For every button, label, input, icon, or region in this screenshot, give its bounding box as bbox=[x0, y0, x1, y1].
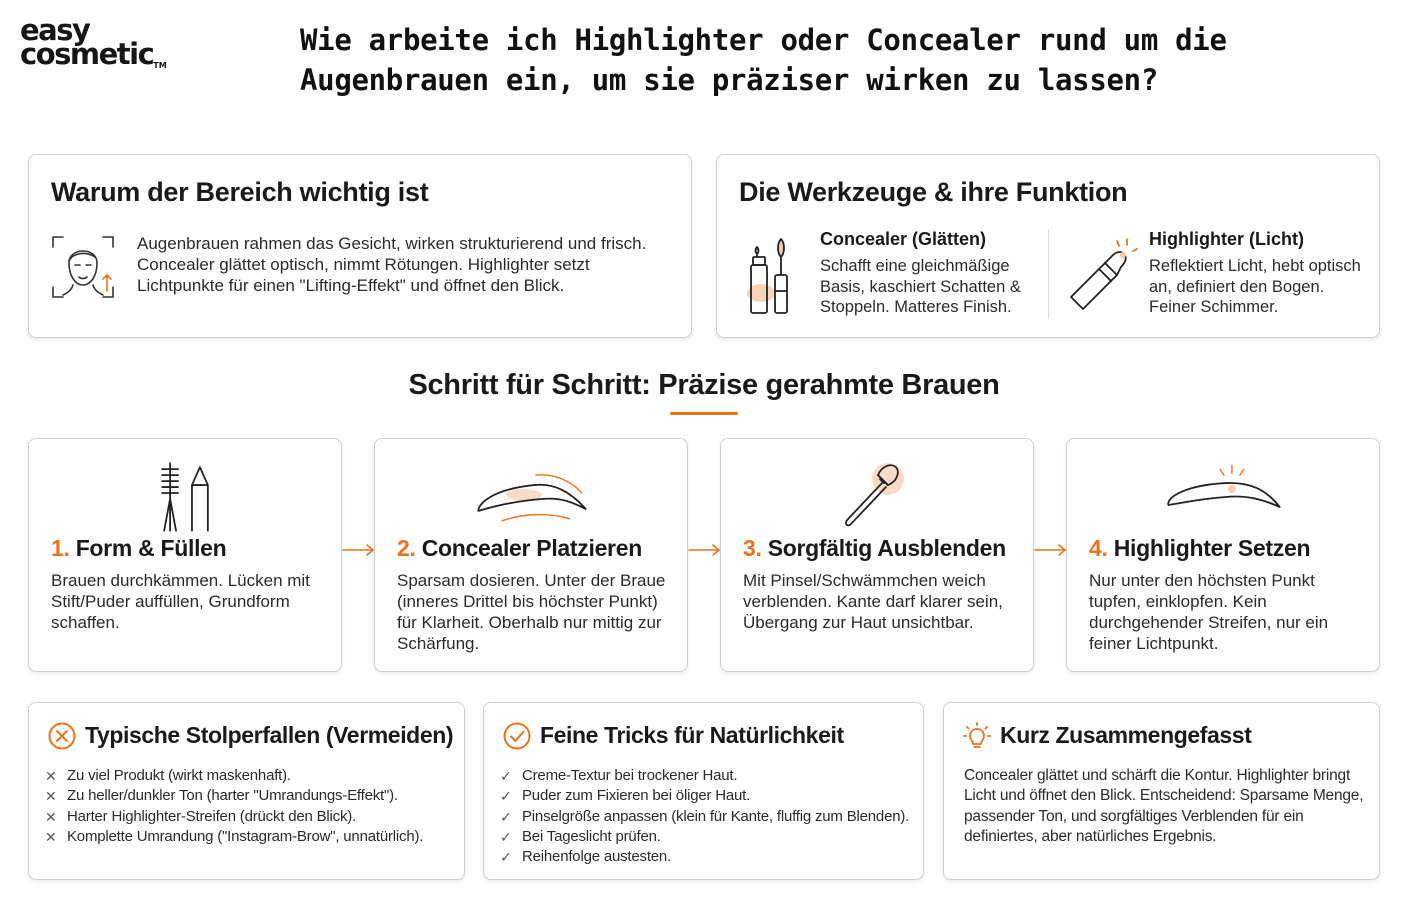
tricks-list: ✓ Creme-Textur bei trockener Haut. ✓ Puder… bbox=[500, 766, 909, 867]
concealer-title: Concealer (Glätten) bbox=[820, 229, 987, 249]
list-item: ✓ Pinselgröße anpassen (klein für Kante, … bbox=[500, 807, 909, 827]
step-text-3: Mit Pinsel/Schwämmchen weich verblenden.… bbox=[743, 571, 1003, 632]
highlighter-title: Highlighter (Licht) bbox=[1149, 229, 1304, 249]
highlighter-stick-icon bbox=[1070, 238, 1138, 310]
arrow-right-icon bbox=[688, 544, 721, 556]
tricks-card: Feine Tricks für Natürlichkeit ✓ Creme-Te… bbox=[483, 702, 924, 880]
brand-logo-line2: cosmeticTM bbox=[20, 40, 190, 71]
arrow-right-icon bbox=[1034, 544, 1067, 556]
step-text-2: Sparsam dosieren. Unter der Braue (inner… bbox=[397, 571, 666, 653]
step-card-4: 4. Highlighter Setzen Nur unter den höch… bbox=[1066, 438, 1380, 672]
check-mark-icon: ✓ bbox=[500, 788, 512, 805]
step-card-1: 1. Form & Füllen Brauen durchkämmen. Lüc… bbox=[28, 438, 342, 672]
list-item: ✓ Creme-Textur bei trockener Haut. bbox=[500, 766, 909, 786]
tools-card: Die Werkzeuge & ihre Funktion Concealer … bbox=[716, 154, 1380, 338]
list-item: ✓ Puder zum Fixieren bei öliger Haut. bbox=[500, 786, 909, 806]
summary-card: Kurz Zusammengefasst Concealer glättet u… bbox=[943, 702, 1380, 880]
pitfalls-heading: Typische Stolperfallen (Vermeiden) bbox=[85, 722, 454, 748]
step-title-2: 2. Concealer Platzieren bbox=[397, 535, 642, 562]
list-item: ✓ Bei Tageslicht prüfen. bbox=[500, 827, 909, 847]
concealer-tube-icon bbox=[747, 238, 788, 314]
check-mark-icon: ✓ bbox=[500, 808, 512, 825]
why-text: Augenbrauen rahmen das Gesicht, wirken s… bbox=[137, 234, 647, 295]
list-item: ✕ Harter Highlighter-Streifen (drückt den… bbox=[45, 807, 423, 827]
trick-text: Creme-Textur bei trockener Haut. bbox=[522, 767, 738, 784]
concealer-info: Concealer (Glätten) Schafft eine gleichm… bbox=[820, 229, 1040, 318]
why-heading: Warum der Bereich wichtig ist bbox=[51, 177, 429, 207]
pitfalls-list: ✕ Zu viel Produkt (wirkt maskenhaft). ✕ Zu… bbox=[45, 766, 423, 847]
summary-heading: Kurz Zusammengefasst bbox=[1000, 722, 1252, 748]
step-heading-4: Highlighter Setzen bbox=[1113, 535, 1311, 561]
summary-text: Concealer glättet und schärft die Kontur… bbox=[964, 767, 1364, 845]
page-title: Wie arbeite ich Highlighter oder Conceal… bbox=[300, 23, 1227, 97]
step-number-2: 2. bbox=[397, 535, 416, 561]
brand-logo: easy cosmeticTM bbox=[20, 13, 190, 71]
trick-text: Reihenfolge austesten. bbox=[522, 848, 672, 866]
step-number-3: 3. bbox=[743, 535, 762, 561]
arrow-right-icon bbox=[342, 544, 375, 556]
list-item: ✕ Komplette Umrandung ("Instagram-Brow", … bbox=[45, 827, 423, 847]
concealer-text: Schafft eine gleichmäßige Basis, kaschie… bbox=[820, 257, 1021, 316]
trick-text: Bei Tageslicht prüfen. bbox=[522, 827, 661, 845]
step-heading-1: Form & Füllen bbox=[75, 535, 227, 561]
step-title-1: 1. Form & Füllen bbox=[51, 535, 227, 562]
step-number-4: 4. bbox=[1089, 535, 1108, 561]
x-circle-icon bbox=[48, 722, 76, 750]
check-circle-icon bbox=[503, 722, 531, 750]
trick-text: Pinselgröße anpassen (klein für Kante, f… bbox=[522, 807, 910, 825]
step-number-1: 1. bbox=[51, 535, 70, 561]
pitfall-text: Harter Highlighter-Streifen (drückt den … bbox=[67, 807, 357, 825]
brand-logo-line1: easy bbox=[20, 13, 91, 47]
brand-logo-word: cosmetic bbox=[20, 37, 155, 71]
blending-brush-icon bbox=[845, 463, 904, 527]
lightbulb-icon bbox=[963, 722, 991, 748]
highlighter-text: Reflektiert Licht, hebt optisch an, defi… bbox=[1149, 257, 1361, 316]
pitfall-text: Zu viel Produkt (wirkt maskenhaft). bbox=[67, 767, 291, 784]
brow-highlight-icon bbox=[1167, 464, 1281, 508]
tools-heading: Die Werkzeuge & ihre Funktion bbox=[739, 177, 1128, 207]
x-mark-icon: ✕ bbox=[45, 808, 57, 825]
list-item: ✕ Zu heller/dunkler Ton (harter "Umrandun… bbox=[45, 786, 423, 806]
brow-concealer-icon bbox=[477, 474, 587, 522]
list-item: ✓ Reihenfolge austesten. bbox=[500, 847, 909, 867]
pitfalls-card: Typische Stolperfallen (Vermeiden) ✕ Zu v… bbox=[28, 702, 465, 880]
pitfall-text: Zu heller/dunkler Ton (harter "Umrandung… bbox=[67, 787, 398, 805]
steps-section-title: Schritt für Schritt: Präzise gerahmte Br… bbox=[408, 369, 1000, 401]
step-card-2: 2. Concealer Platzieren Sparsam dosieren… bbox=[374, 438, 688, 672]
why-card: Warum der Bereich wichtig ist Augenbraue… bbox=[28, 154, 692, 338]
section-underline bbox=[670, 412, 738, 415]
pitfall-text: Komplette Umrandung ("Instagram-Brow", u… bbox=[67, 827, 424, 845]
highlighter-info: Highlighter (Licht) Reflektiert Licht, h… bbox=[1149, 229, 1369, 318]
x-mark-icon: ✕ bbox=[45, 828, 57, 845]
x-mark-icon: ✕ bbox=[45, 788, 57, 805]
x-mark-icon: ✕ bbox=[45, 768, 57, 784]
face-scan-icon bbox=[52, 236, 114, 298]
step-text-1: Brauen durchkämmen. Lücken mit Stift/Pud… bbox=[51, 571, 310, 632]
step-text-4: Nur unter den höchsten Punkt tupfen, ein… bbox=[1089, 571, 1329, 653]
step-title-3: 3. Sorgfältig Ausblenden bbox=[743, 535, 1006, 562]
trick-text: Puder zum Fixieren bei öliger Haut. bbox=[522, 787, 751, 805]
step-heading-2: Concealer Platzieren bbox=[421, 535, 643, 561]
step-heading-3: Sorgfältig Ausblenden bbox=[767, 535, 1007, 561]
tricks-heading: Feine Tricks für Natürlichkeit bbox=[540, 722, 844, 748]
check-mark-icon: ✓ bbox=[500, 828, 512, 845]
spoolie-pencil-icon bbox=[161, 462, 209, 532]
tools-divider bbox=[1048, 229, 1049, 319]
list-item: ✕ Zu viel Produkt (wirkt maskenhaft). bbox=[45, 766, 423, 786]
step-title-4: 4. Highlighter Setzen bbox=[1089, 535, 1311, 562]
check-mark-icon: ✓ bbox=[500, 768, 512, 784]
step-card-3: 3. Sorgfältig Ausblenden Mit Pinsel/Schw… bbox=[720, 438, 1034, 672]
check-mark-icon: ✓ bbox=[500, 849, 512, 866]
trademark-mark: TM bbox=[153, 61, 167, 70]
